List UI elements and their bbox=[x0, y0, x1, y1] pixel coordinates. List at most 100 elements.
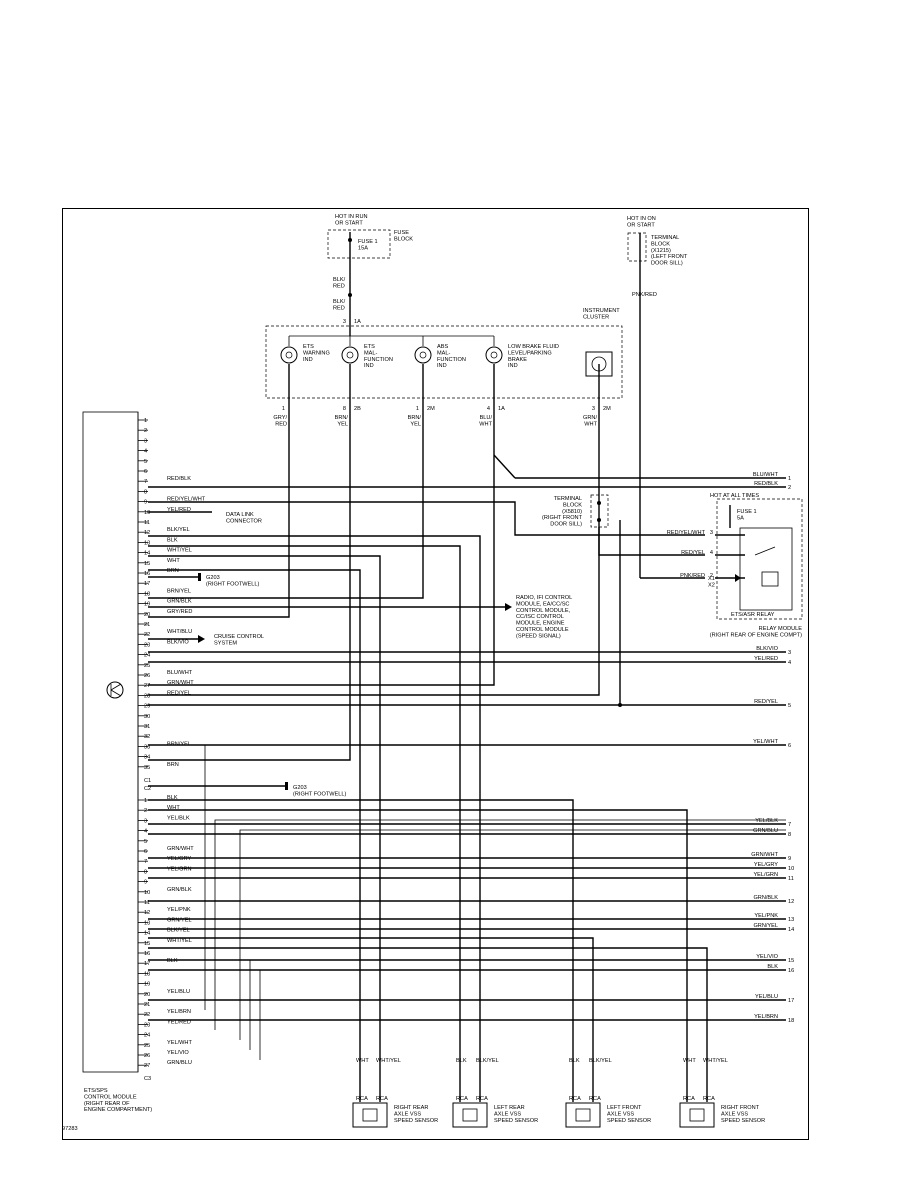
yel-blk-wire bbox=[214, 819, 786, 1030]
terminal-block-box bbox=[627, 232, 647, 262]
fuse-block-box bbox=[327, 229, 391, 259]
bus-number: 6 bbox=[788, 743, 791, 749]
pin-wire-label: GRN/YEL bbox=[167, 917, 192, 923]
pin-wire-label: YEL/BLU bbox=[167, 989, 190, 995]
connector-label: C1 bbox=[144, 778, 151, 784]
bus-number: 11 bbox=[788, 876, 794, 882]
pin-number: 14 bbox=[144, 931, 150, 937]
bus-number: 8 bbox=[788, 832, 791, 838]
pin-number: 7 bbox=[144, 479, 147, 485]
bus-number: 16 bbox=[788, 968, 794, 974]
pin-number: 15 bbox=[144, 561, 150, 567]
bus-wire-label: YEL/GRN bbox=[753, 872, 778, 878]
pin-wire-label: GRY/RED bbox=[167, 609, 192, 615]
connector-label: 2M bbox=[427, 406, 435, 412]
pin-number: 3 bbox=[343, 319, 346, 325]
yel-vio-wire bbox=[249, 959, 786, 1050]
red-yel-wire bbox=[598, 527, 705, 556]
figure-number: 97283 bbox=[62, 1126, 78, 1132]
pin-wire-label: BLK bbox=[167, 537, 178, 543]
pin-number: 6 bbox=[144, 849, 147, 855]
lamp-filament-icon bbox=[490, 351, 498, 359]
pin-number: 23 bbox=[144, 1022, 150, 1028]
pin-wire-label: WHT/YEL bbox=[167, 548, 192, 554]
wire-label: BLK/RED bbox=[333, 277, 346, 289]
lamp-icon bbox=[341, 346, 359, 364]
pin-number: 18 bbox=[144, 591, 150, 597]
sensor-wire-label: WHT bbox=[356, 1058, 369, 1064]
pin-wire-label: YEL/RED bbox=[167, 507, 191, 513]
diode-icon bbox=[735, 574, 741, 582]
sensor-wire-label: BLK bbox=[456, 1058, 467, 1064]
connector-label: C2 bbox=[144, 786, 151, 792]
arrow-icon bbox=[505, 603, 512, 611]
relay-pin-number: 4 bbox=[710, 550, 713, 556]
blk-wire bbox=[259, 969, 786, 1060]
pin-wire-label: YEL/PNK bbox=[167, 907, 191, 913]
bus-wire-label: RED/BLK bbox=[754, 481, 778, 487]
pin-wire-label: BRN bbox=[167, 762, 179, 768]
wire-label: BLU/WHT bbox=[479, 415, 492, 427]
pin-number: 23 bbox=[144, 642, 150, 648]
bus-number: 18 bbox=[788, 1018, 794, 1024]
pin-number: 8 bbox=[343, 406, 346, 412]
lamp-icon bbox=[485, 346, 503, 364]
pin-number: 22 bbox=[144, 632, 150, 638]
pin-number: 7 bbox=[144, 859, 147, 865]
bus-wire-label: GRN/BLK bbox=[753, 895, 778, 901]
sensor-wire-label: BLK/YEL bbox=[476, 1058, 499, 1064]
sensor-connector-label: RCA bbox=[569, 1096, 581, 1102]
pin-number: 19 bbox=[144, 602, 150, 608]
pin-number: 27 bbox=[144, 1063, 150, 1069]
pin-wire-label: GRN/BLU bbox=[167, 1060, 192, 1066]
ground-icon bbox=[198, 573, 201, 581]
relay-input-wire-label: RED/YEL/WHT bbox=[667, 530, 706, 536]
bus-wire-label: YEL/BRN bbox=[754, 1014, 778, 1020]
connector-label: 1A bbox=[498, 406, 505, 412]
sensor-connector-label: RCA bbox=[683, 1096, 695, 1102]
pin-number: 1 bbox=[282, 406, 285, 412]
pin-number: 33 bbox=[144, 744, 150, 750]
grn-blu-wire bbox=[239, 829, 786, 1040]
wire-label: BRN/YEL bbox=[335, 415, 349, 427]
pin-number: 11 bbox=[144, 900, 150, 906]
lamp-filament-icon bbox=[419, 351, 427, 359]
pin-number: 16 bbox=[144, 951, 150, 957]
sensor-connector-label: RCA bbox=[476, 1096, 488, 1102]
instrument-cluster-box bbox=[265, 325, 623, 399]
pin-number: 25 bbox=[144, 1043, 150, 1049]
ground-icon bbox=[285, 782, 288, 790]
pin-number: 8 bbox=[144, 489, 147, 495]
relay-coil-icon bbox=[761, 571, 779, 587]
bus-wire-label: YEL/BLK bbox=[755, 818, 778, 824]
pin-wire-label: RED/YEL/WHT bbox=[167, 497, 206, 503]
relay-hot-label: HOT AT ALL TIMES bbox=[710, 493, 759, 499]
pin-number: 31 bbox=[144, 724, 150, 730]
bus-wire-label: RED/YEL bbox=[754, 699, 778, 705]
speed-sensor-icon bbox=[679, 1102, 715, 1128]
pin-number: 2 bbox=[144, 808, 147, 814]
pin-number: 14 bbox=[144, 551, 150, 557]
pin-number: 24 bbox=[144, 1033, 150, 1039]
pin-number: 17 bbox=[144, 581, 150, 587]
switch-arm bbox=[493, 454, 516, 479]
pin-number: 15 bbox=[144, 941, 150, 947]
brn-yel-wire bbox=[148, 405, 424, 599]
speed-sensor-icon bbox=[565, 1102, 601, 1128]
sensor-coil-icon bbox=[462, 1108, 478, 1122]
pin-number: 27 bbox=[144, 683, 150, 689]
sensor-connector-label: RCA bbox=[589, 1096, 601, 1102]
fuse-terminal bbox=[348, 238, 352, 242]
blk-wire bbox=[148, 799, 574, 1072]
bus-number: 4 bbox=[788, 660, 791, 666]
pin-number: 6 bbox=[144, 469, 147, 475]
lamp-filament-icon bbox=[346, 351, 354, 359]
